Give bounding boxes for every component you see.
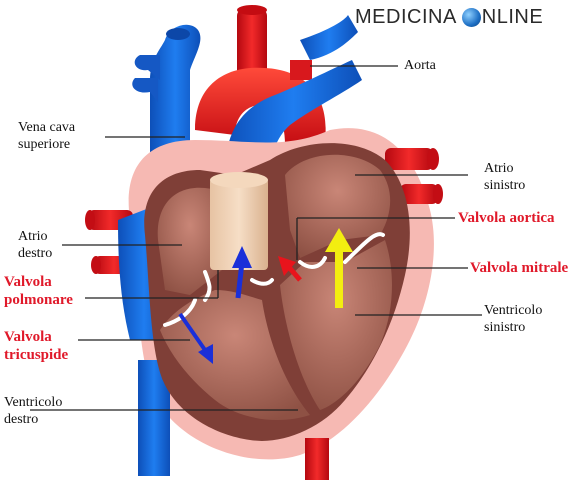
- label-vena-cava-line1: Vena cava: [18, 120, 76, 135]
- pulmonary-column: [210, 178, 268, 270]
- aortic-arch: [195, 60, 326, 145]
- label-ventricolo-destro-line2: destro: [4, 412, 39, 427]
- brand-text-left: MEDICINA: [355, 6, 457, 28]
- label-atrio-sinistro-line2: sinistro: [484, 178, 526, 193]
- flow-arrows: [178, 228, 353, 364]
- label-valvola-tricuspide-line1: Valvola: [4, 329, 52, 345]
- label-ventricolo-sinistro-line2: sinistro: [484, 320, 526, 335]
- globe-icon: [461, 8, 481, 27]
- label-vena-cava-line2: superiore: [18, 137, 71, 152]
- label-valvola-aortica: Valvola aortica: [458, 210, 555, 226]
- pulmonary-veins: [385, 148, 443, 204]
- brand-logo: MEDICINA NLINE: [355, 6, 543, 29]
- label-aorta: Aorta: [404, 58, 436, 73]
- pulmonary-artery-top: [237, 5, 267, 78]
- vena-cava-superiore-vessel: [132, 15, 358, 160]
- label-valvola-tricuspide-line2: tricuspide: [4, 347, 69, 363]
- brand-text-right: NLINE: [481, 6, 544, 28]
- label-valvola-mitrale: Valvola mitrale: [470, 260, 569, 276]
- descending-aorta: [305, 438, 329, 480]
- label-ventricolo-destro-line1: Ventricolo: [4, 395, 63, 410]
- label-valvola-polmonare-line1: Valvola: [4, 274, 52, 290]
- heart-chambers: [157, 154, 392, 420]
- leader-lines: [30, 65, 482, 411]
- label-atrio-destro-line1: Atrio: [18, 229, 48, 244]
- label-atrio-sinistro-line1: Atrio: [484, 161, 514, 176]
- label-ventricolo-sinistro-line1: Ventricolo: [484, 303, 543, 318]
- label-valvola-polmonare-line2: polmonare: [4, 292, 73, 308]
- label-atrio-destro-line2: destro: [18, 246, 53, 261]
